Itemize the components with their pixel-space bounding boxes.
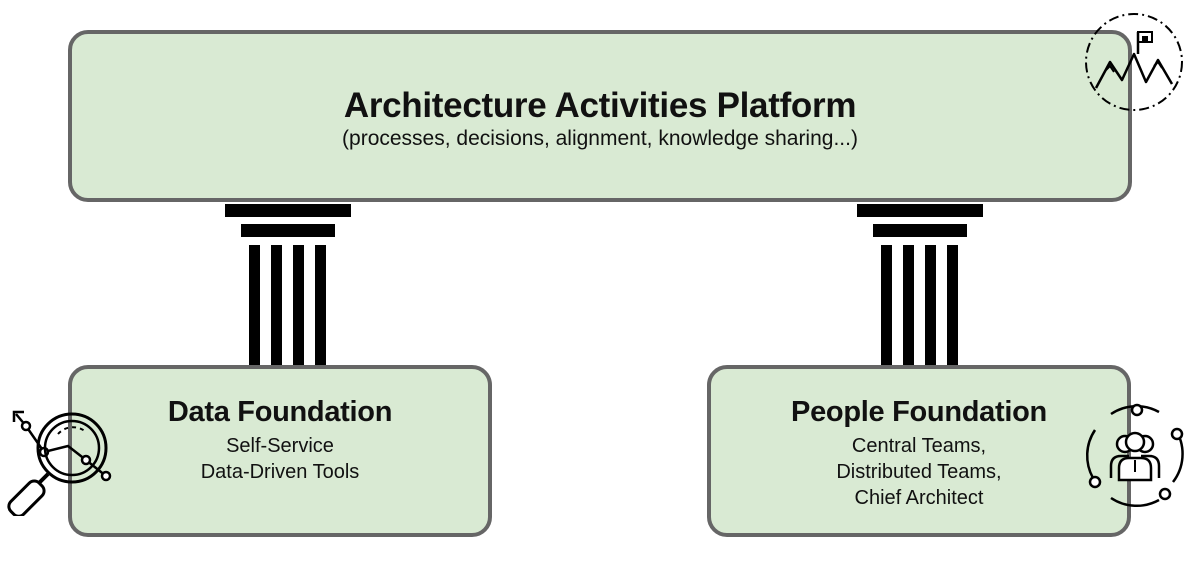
people-foundation-details: Central Teams, Distributed Teams, Chief … — [711, 433, 1127, 511]
pillar-left-shaft-1 — [249, 245, 260, 367]
pillar-right-shaft-2 — [903, 245, 914, 367]
mountain-summit-flag-icon — [1085, 13, 1183, 111]
pillar-left-shaft-2 — [271, 245, 282, 367]
pillar-left-shaft-3 — [293, 245, 304, 367]
magnifier-analytics-icon — [7, 410, 112, 516]
pillar-right-capital-top — [857, 204, 983, 217]
pillar-right-shaft-1 — [881, 245, 892, 367]
pillar-left — [225, 204, 351, 367]
data-foundation-title: Data Foundation — [167, 396, 393, 428]
pillar-right — [857, 204, 983, 367]
pillar-left-capital-bottom — [241, 224, 335, 237]
people-foundation-box: People Foundation Central Teams, Distrib… — [707, 365, 1131, 537]
people-foundation-title: People Foundation — [791, 396, 1047, 428]
people-foundation-line: Chief Architect — [854, 487, 984, 509]
data-foundation-line: Self-Service — [226, 435, 334, 457]
platform-box: Architecture Activities Platform (proces… — [68, 30, 1132, 202]
people-foundation-line: Distributed Teams, — [836, 461, 1002, 483]
pillar-left-capital-top — [225, 204, 351, 217]
platform-subtitle: (processes, decisions, alignment, knowle… — [342, 127, 858, 150]
people-foundation-line: Central Teams, — [851, 435, 987, 457]
data-foundation-box: Data Foundation Self-Service Data-Driven… — [68, 365, 492, 537]
team-network-icon — [1085, 403, 1184, 508]
data-foundation-details: Self-Service Data-Driven Tools — [72, 433, 488, 485]
pillar-right-shaft-3 — [925, 245, 936, 367]
pillar-right-shaft-4 — [947, 245, 958, 367]
platform-title: Architecture Activities Platform — [343, 86, 857, 125]
data-foundation-line: Data-Driven Tools — [200, 461, 360, 483]
pillar-left-shaft-4 — [315, 245, 326, 367]
pillar-right-capital-bottom — [873, 224, 967, 237]
